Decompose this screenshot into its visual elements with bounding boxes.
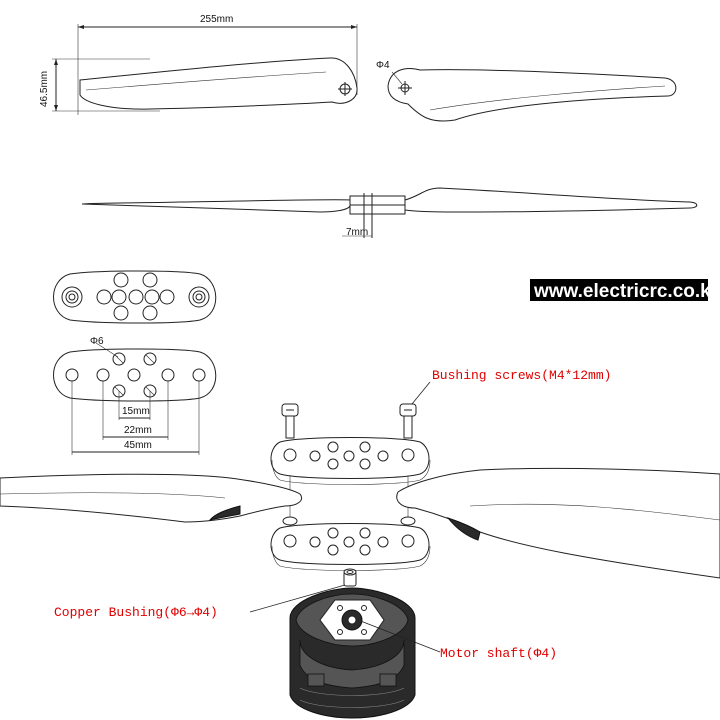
hub-plate-outer xyxy=(53,270,217,324)
copper-bushing-callout: Copper Bushing(Φ6→Φ4) xyxy=(54,605,218,620)
hub-hole-label: Φ4 xyxy=(376,60,390,71)
blade-length-label: 255mm xyxy=(200,14,233,25)
website-label: www.electricrc.co.kr xyxy=(533,281,719,302)
motor xyxy=(289,587,416,719)
hub-thickness-label: 7mm xyxy=(346,227,368,238)
spacing-45-label: 45mm xyxy=(124,440,152,451)
spacing-22-label: 22mm xyxy=(124,425,152,436)
copper-bushing xyxy=(343,568,357,587)
screw-left xyxy=(281,403,299,439)
screw-right xyxy=(399,403,417,439)
brand-badge xyxy=(530,279,708,301)
hub-plate-inner xyxy=(53,342,217,455)
propeller-edge-view xyxy=(81,187,698,238)
plate-hole-label: Φ6 xyxy=(90,336,104,347)
blade-top-view xyxy=(52,24,358,115)
blade-side-view xyxy=(387,68,677,122)
exploded-assembly xyxy=(0,381,720,719)
bushing-screws-callout: Bushing screws(M4*12mm) xyxy=(432,368,611,383)
motor-shaft-callout: Motor shaft(Φ4) xyxy=(440,646,557,661)
blade-width-label: 46.5mm xyxy=(39,71,50,107)
spacing-15-label: 15mm xyxy=(122,406,150,417)
